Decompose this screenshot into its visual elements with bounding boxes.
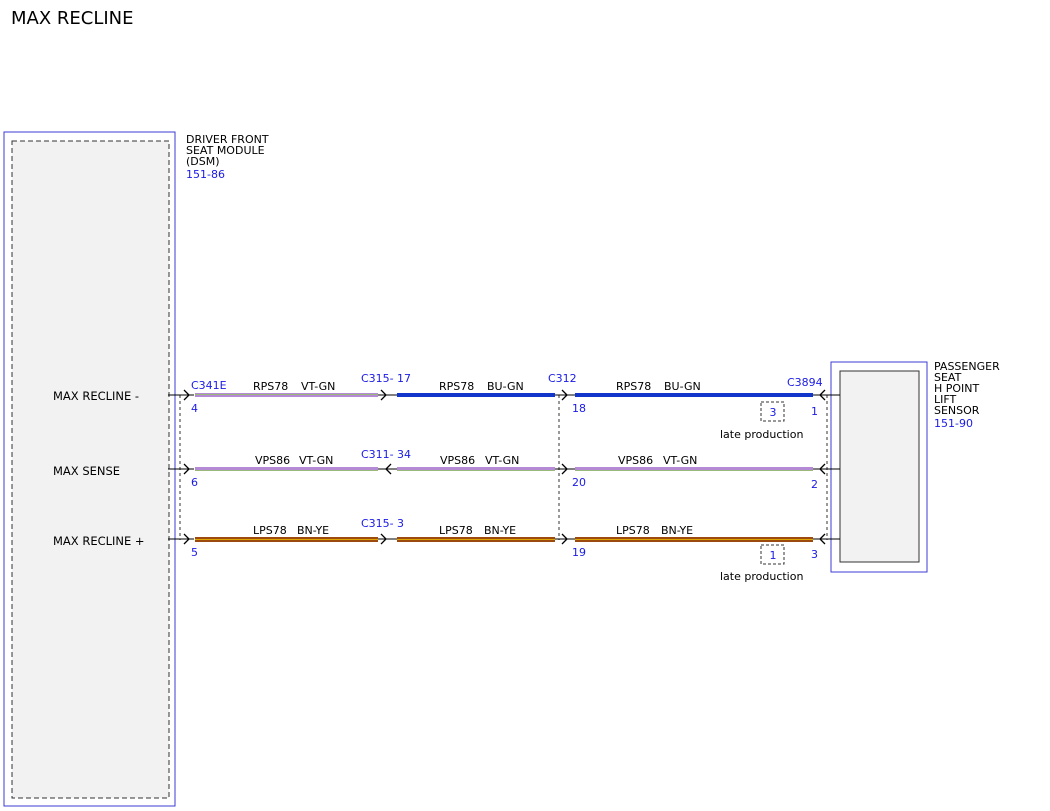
- sensor-ref: 151-90: [934, 417, 973, 430]
- dsm-name-line-1: DRIVER FRONT: [186, 133, 269, 146]
- pin-number: 1: [811, 405, 818, 418]
- circuit-label: RPS78: [616, 380, 651, 393]
- connector-c315-top-pin: 17: [397, 372, 411, 385]
- connector-arrow: [183, 533, 190, 545]
- wire-color-label: BN-YE: [484, 524, 516, 537]
- wire-color-label: VT-GN: [301, 380, 335, 393]
- connector-arrow: [819, 389, 826, 401]
- pin-number: 19: [572, 546, 586, 559]
- note-text: late production: [720, 428, 803, 441]
- note-number: 1: [770, 549, 777, 562]
- connector-c3894: C3894: [787, 376, 823, 389]
- sensor-name-line-1: PASSENGER: [934, 360, 1000, 373]
- sensor-outline: [830, 361, 928, 573]
- circuit-label: VPS86: [440, 454, 475, 467]
- sensor-name-line-2: SEAT: [934, 371, 962, 384]
- connector-c315-bottom: C315-: [361, 517, 394, 530]
- connector-c311: C311-: [361, 448, 394, 461]
- connector-c315-bottom-pin: 3: [397, 517, 404, 530]
- connector-arrow: [561, 463, 568, 475]
- note-number: 3: [770, 406, 777, 419]
- connector-arrow: [385, 463, 392, 475]
- passenger-seat-h-point-lift-sensor: PASSENGER SEAT H POINT LIFT SENSOR 151-9…: [830, 360, 1000, 573]
- wire-color-label: BN-YE: [297, 524, 329, 537]
- circuit-label: LPS78: [253, 524, 287, 537]
- connector-arrow: [380, 533, 387, 545]
- page-title: MAX RECLINE: [11, 8, 134, 29]
- connector-c312: C312: [548, 372, 577, 385]
- wire-color-label: VT-GN: [663, 454, 697, 467]
- connector-c315-top: C315-: [361, 372, 394, 385]
- pin-label-max-sense: MAX SENSE: [53, 464, 120, 478]
- driver-front-seat-module: DRIVER FRONT SEAT MODULE (DSM) 151-86 MA…: [3, 131, 269, 807]
- pin-label-max-recline-plus: MAX RECLINE +: [53, 534, 145, 548]
- connector-arrow: [819, 533, 826, 545]
- wire-color-label: BN-YE: [661, 524, 693, 537]
- connector-c311-pin: 34: [397, 448, 411, 461]
- note-text: late production: [720, 570, 803, 583]
- circuit-label: LPS78: [616, 524, 650, 537]
- wire-segment-vps86-vt-gn-2: [397, 467, 555, 471]
- pin-number: 6: [191, 476, 198, 489]
- dsm-name-line-2: SEAT MODULE: [186, 144, 265, 157]
- wire-segment-vps86-vt-gn-1: [195, 467, 378, 471]
- dsm-name-line-3: (DSM): [186, 155, 220, 168]
- pin-number: 5: [191, 546, 198, 559]
- sensor-body: [839, 370, 920, 563]
- wire-color-label: BU-GN: [487, 380, 524, 393]
- connector-c341e: C341E: [191, 379, 227, 392]
- sensor-name-line-5: SENSOR: [934, 404, 980, 417]
- connector-arrow: [380, 389, 387, 401]
- wire-row-max-sense: VPS86 VT-GN VPS86 VT-GN VPS86 VT-GN C311…: [168, 448, 840, 491]
- connector-boundaries: [179, 395, 828, 540]
- note-box: [760, 401, 785, 422]
- dsm-body: [11, 140, 170, 799]
- connector-arrow: [183, 389, 190, 401]
- connector-arrow: [561, 533, 568, 545]
- pin-number: 18: [572, 402, 586, 415]
- circuit-label: VPS86: [618, 454, 653, 467]
- dsm-ref: 151-86: [186, 168, 225, 181]
- circuit-label: RPS78: [253, 380, 288, 393]
- wire-row-max-recline-plus: LPS78 BN-YE LPS78 BN-YE LPS78 BN-YE C315…: [168, 517, 840, 583]
- wire-segment-rps78-vt-gn: [195, 393, 378, 397]
- sensor-name-line-4: LIFT: [934, 393, 957, 406]
- circuit-label: VPS86: [255, 454, 290, 467]
- wire-color-label: VT-GN: [299, 454, 333, 467]
- pin-number: 3: [811, 548, 818, 561]
- sensor-name-line-3: H POINT: [934, 382, 980, 395]
- circuit-label: RPS78: [439, 380, 474, 393]
- wire-color-label: VT-GN: [485, 454, 519, 467]
- circuit-label: LPS78: [439, 524, 473, 537]
- connector-arrow: [183, 463, 190, 475]
- connector-arrow: [819, 463, 826, 475]
- note-box: [760, 544, 785, 565]
- pin-number: 4: [191, 402, 198, 415]
- connector-arrow: [561, 389, 568, 401]
- pin-number: 20: [572, 476, 586, 489]
- pin-number: 2: [811, 478, 818, 491]
- wire-segment-vps86-vt-gn-3: [575, 467, 813, 471]
- pin-label-max-recline-minus: MAX RECLINE -: [53, 389, 139, 403]
- wire-color-label: BU-GN: [664, 380, 701, 393]
- wire-row-max-recline-minus: RPS78 VT-GN RPS78 BU-GN RPS78 BU-GN C341…: [168, 372, 840, 441]
- wire-segment-rps78-bu-gn-1: [397, 393, 555, 397]
- wire-segment-rps78-bu-gn-2: [575, 393, 813, 397]
